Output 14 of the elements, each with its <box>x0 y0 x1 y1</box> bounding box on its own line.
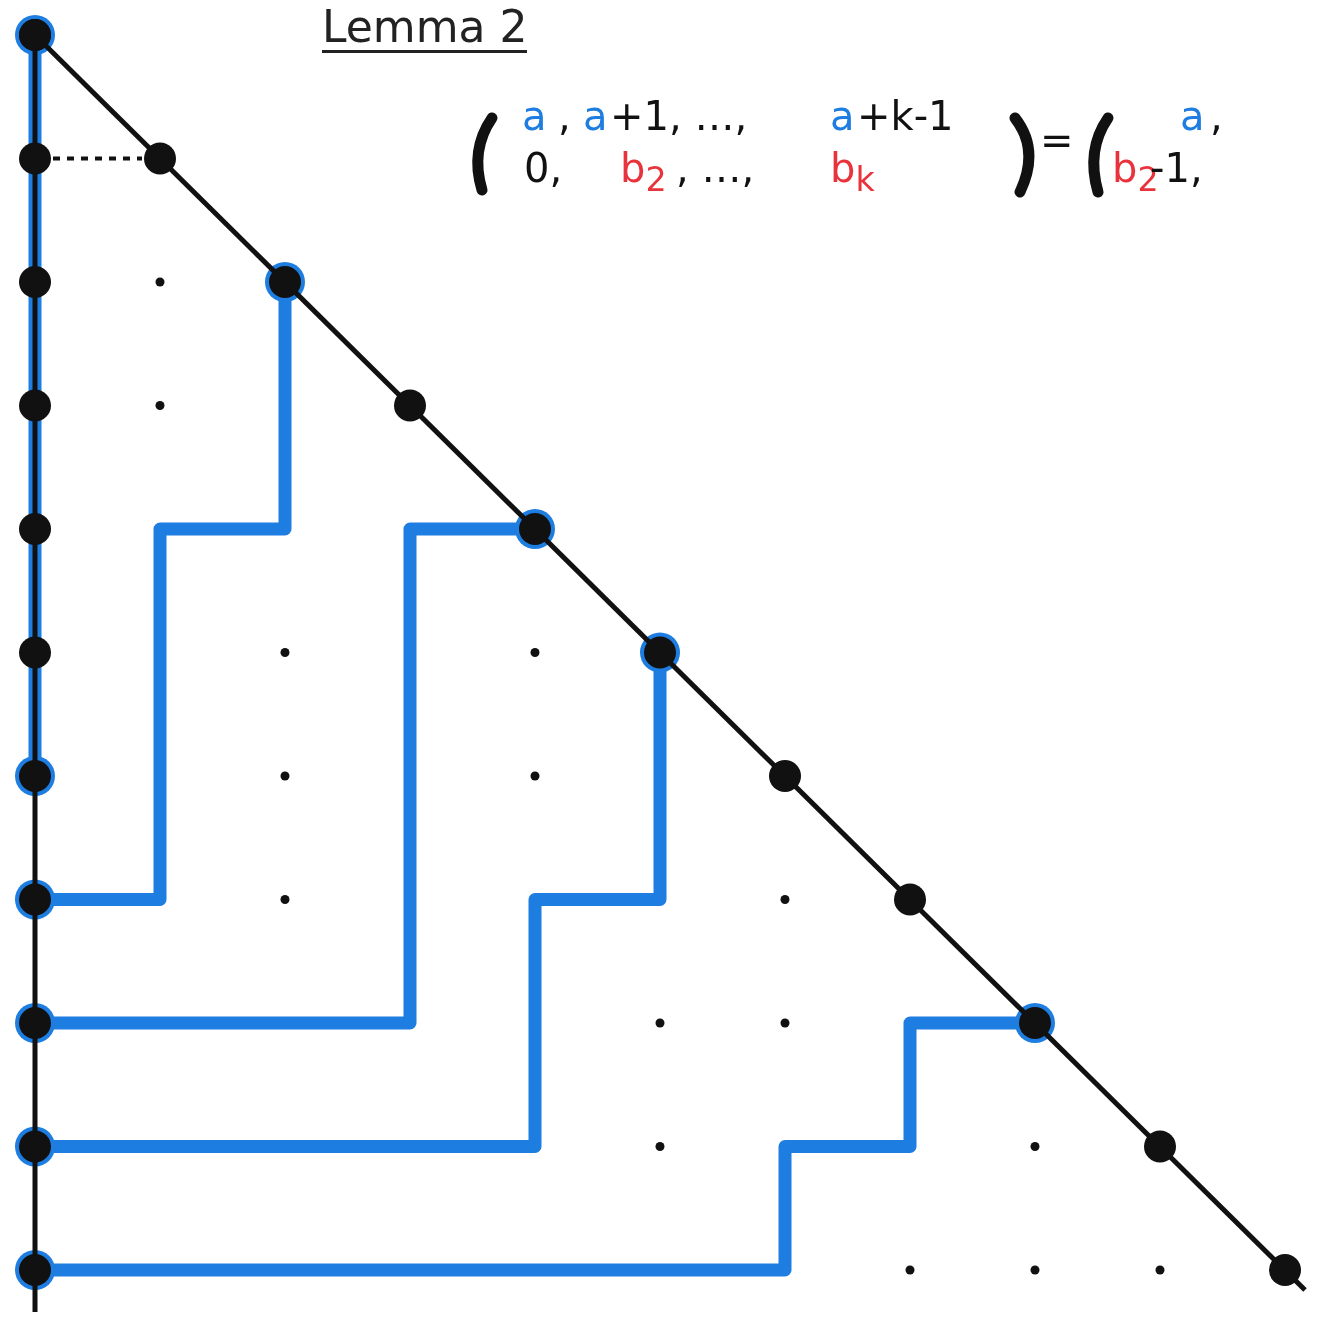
title: Lemma 2 <box>322 4 528 54</box>
formula-term: , …, <box>676 148 755 188</box>
formula-term: , <box>558 96 571 136</box>
formula-term: a <box>1180 96 1205 136</box>
formula-term: = <box>1040 120 1074 160</box>
formula-term: a <box>830 96 855 136</box>
formula-term: b$_{k}$ <box>830 148 875 197</box>
formula-term: +1, …, <box>610 96 748 136</box>
formula-term: a <box>583 96 608 136</box>
formula-term: 0, <box>524 148 563 188</box>
formula-term: , <box>1210 96 1223 136</box>
formula-term: +k-1 <box>857 96 954 136</box>
formula-term: a <box>522 96 547 136</box>
formula-term: b$_{2}$ <box>620 148 667 197</box>
